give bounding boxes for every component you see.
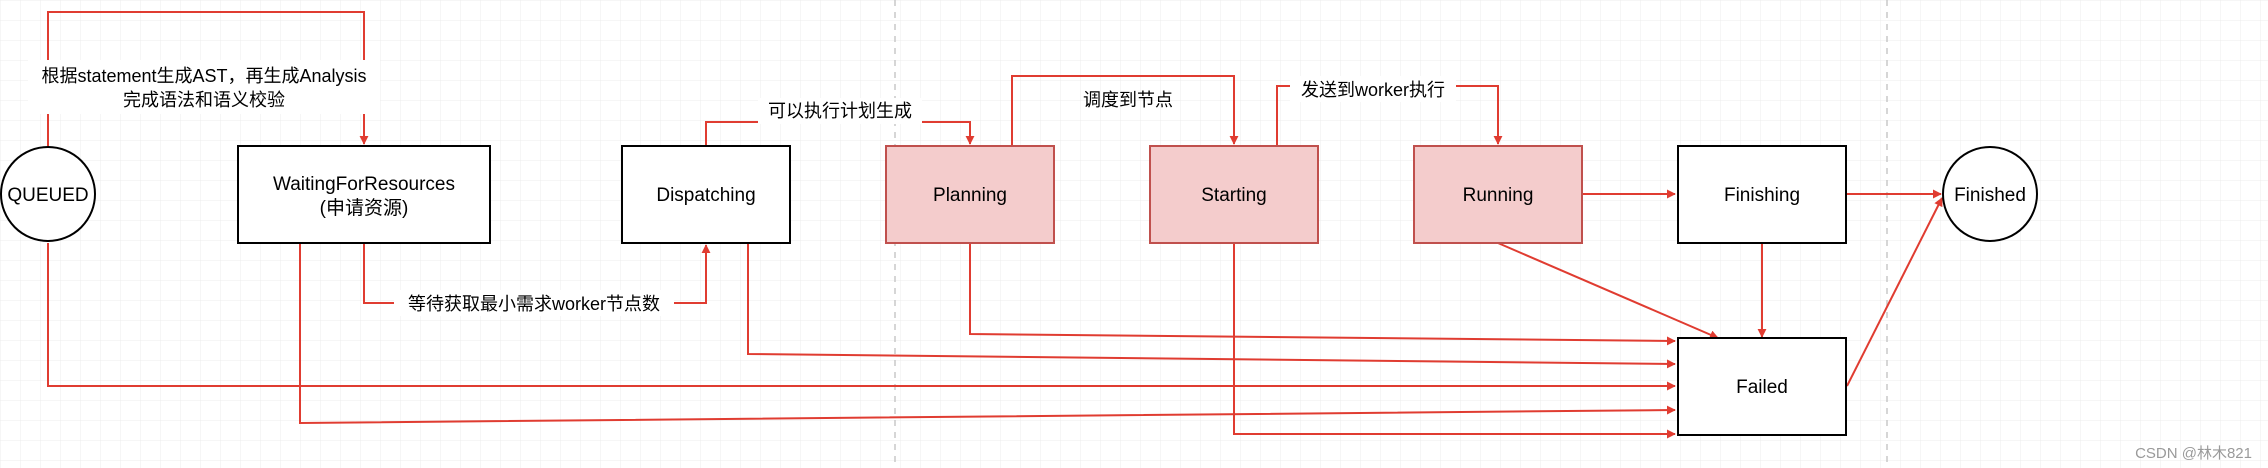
edge-label-queued-to-waiting-1: 根据statement生成AST，再生成Analysis bbox=[41, 66, 366, 86]
node-finishing-label: Finishing bbox=[1724, 185, 1800, 206]
node-planning[interactable] bbox=[885, 145, 1055, 244]
edge-waiting-to-failed bbox=[299, 243, 1676, 425]
edge-label-bg bbox=[758, 98, 922, 124]
edge-label-bg bbox=[28, 60, 380, 114]
node-dispatching-label: Dispatching bbox=[656, 185, 755, 206]
node-planning-label: Planning bbox=[933, 185, 1007, 206]
watermark: CSDN @林木821 bbox=[2135, 445, 2252, 462]
node-starting[interactable] bbox=[1149, 145, 1319, 244]
edge-label-bg bbox=[1290, 76, 1456, 102]
node-finished-label: Finished bbox=[1954, 185, 2026, 206]
edge-label-waiting-to-dispatching: 等待获取最小需求worker节点数 bbox=[408, 294, 660, 314]
edge-starting-to-failed bbox=[1233, 243, 1676, 439]
edge-label-starting-to-running: 发送到worker执行 bbox=[1301, 80, 1445, 100]
edge-dispatching-to-failed bbox=[747, 243, 1676, 369]
node-finished[interactable] bbox=[1942, 146, 2038, 242]
edge-failed-to-finished bbox=[1846, 197, 1943, 387]
node-failed[interactable] bbox=[1677, 337, 1847, 436]
node-queued-label: QUEUED bbox=[7, 185, 88, 206]
node-running-label: Running bbox=[1463, 185, 1534, 206]
node-queued[interactable] bbox=[0, 146, 96, 242]
edge-running-to-failed bbox=[1497, 242, 1719, 339]
edge-label-planning-to-starting: 调度到节点 bbox=[1083, 90, 1173, 110]
edge-planning-to-failed bbox=[969, 243, 1676, 346]
node-running[interactable] bbox=[1413, 145, 1583, 244]
edge-planning-to-starting bbox=[1011, 75, 1239, 146]
node-starting-label: Starting bbox=[1201, 185, 1266, 206]
node-waiting-label-1: WaitingForResources bbox=[273, 174, 455, 195]
edge-queued-to-failed bbox=[47, 243, 1676, 391]
node-waiting-for-resources[interactable] bbox=[237, 145, 491, 244]
node-dispatching[interactable] bbox=[621, 145, 791, 244]
node-failed-label: Failed bbox=[1736, 377, 1788, 398]
node-finishing[interactable] bbox=[1677, 145, 1847, 244]
edge-label-queued-to-waiting-2: 完成语法和语义校验 bbox=[123, 90, 285, 110]
node-waiting-label-2: (申请资源) bbox=[320, 197, 409, 219]
edge-label-bg bbox=[394, 290, 674, 316]
edge-label-dispatching-to-planning: 可以执行计划生成 bbox=[768, 101, 912, 121]
